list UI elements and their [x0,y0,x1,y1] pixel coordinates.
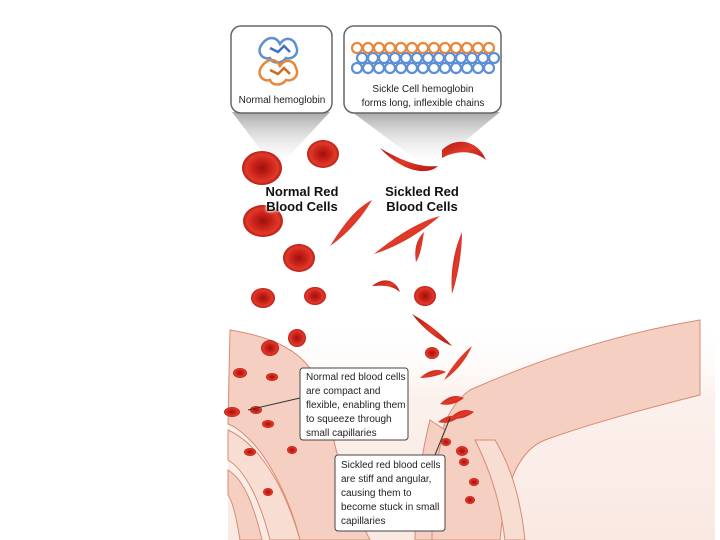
sickled-callout-box [334,454,446,532]
capillary-red-blood-cell [469,478,479,486]
sickled-callout-line: Sickled red blood cells [341,460,441,471]
sickled-callout-line: become stuck in small [341,502,440,513]
normal-red-blood-cell [288,329,306,347]
normal-red-blood-cell [261,340,279,356]
sickle-hemoglobin-panel: Sickle Cell hemoglobin forms long, infle… [343,25,502,114]
sickle-hemoglobin-chain [350,41,501,75]
capillary-red-blood-cell [263,488,273,496]
normal-red-blood-cell [414,286,436,306]
normal-red-blood-cell [425,347,439,359]
normal-red-blood-cell [283,244,315,272]
capillary-red-blood-cell [233,368,247,378]
normal-cells-heading-line2: Blood Cells [266,199,338,214]
normal-callout-line: to squeeze through [306,414,392,425]
sickle-zoom-cone [352,112,500,170]
normal-red-blood-cell [251,288,275,308]
normal-callout-line: flexible, enabling them [306,400,406,411]
capillary-red-blood-cell [465,496,475,504]
sickled-cells-heading: Sickled Red Blood Cells [374,184,470,214]
normal-hemoglobin-panel: Normal hemoglobin [230,25,333,114]
sickled-callout-pointer [434,417,451,456]
sickled-cell [412,314,452,346]
normal-hemoglobin-molecule [258,36,299,86]
normal-callout-line: are compact and [306,386,381,397]
hemoglobin-unit [482,61,496,75]
sickled-cell [444,346,472,380]
capillary-red-blood-cell [459,458,469,466]
normal-red-blood-cell [307,140,339,168]
normal-red-blood-cell [242,151,282,185]
capillary-red-blood-cell [287,446,297,454]
sickled-cell [415,232,424,262]
normal-callout-text: Normal red blood cells are compact and f… [306,371,406,441]
normal-hemoglobin-label: Normal hemoglobin [239,95,326,106]
sickled-cell [420,370,446,378]
normal-zoom-cone [232,112,330,170]
sickled-callout-line: causing them to [341,488,412,499]
sickle-hemoglobin-label-line1: Sickle Cell hemoglobin [372,84,473,95]
hemoglobin-unit [487,51,501,65]
sickle-hemoglobin-label-line2: forms long, inflexible chains [362,98,485,109]
capillary-red-blood-cell [441,438,451,446]
normal-red-blood-cell [243,205,283,237]
cells-in-sickled-capillary [224,368,479,504]
sickled-cell [380,148,438,172]
hemoglobin-unit [482,41,496,55]
capillary-red-blood-cell [224,407,240,417]
sickled-red-blood-cells [330,141,486,423]
normal-cells-heading: Normal Red Blood Cells [254,184,350,214]
normal-callout-box [299,367,409,441]
sickled-callout-line: capillaries [341,516,386,527]
sickled-cell [330,200,372,246]
sickled-cell [442,141,486,160]
capillary-red-blood-cell [456,446,468,456]
capillary-red-blood-cell [244,448,256,456]
sickled-cell [374,216,440,254]
normal-callout-line: Normal red blood cells [306,372,406,383]
sickled-cell [440,396,464,405]
sickled-cell [450,410,474,419]
sickled-cell [372,280,400,292]
sickled-cells-heading-line1: Sickled Red [385,184,459,199]
capillary-red-blood-cell [262,420,274,428]
normal-cells-heading-line1: Normal Red [265,184,339,199]
capillary-red-blood-cell [266,373,278,381]
normal-red-blood-cell [304,287,326,305]
capillary-red-blood-cell [250,406,262,414]
normal-callout-pointer [247,397,301,411]
sickled-cell [451,232,462,294]
normal-callout-line: small capillaries [306,428,377,439]
sickled-callout-text: Sickled red blood cells are stiff and an… [341,459,441,529]
sickled-cell [438,415,458,423]
normal-red-blood-cells [242,140,439,359]
sickled-callout-line: are stiff and angular, [341,474,432,485]
sickled-cells-heading-line2: Blood Cells [386,199,458,214]
